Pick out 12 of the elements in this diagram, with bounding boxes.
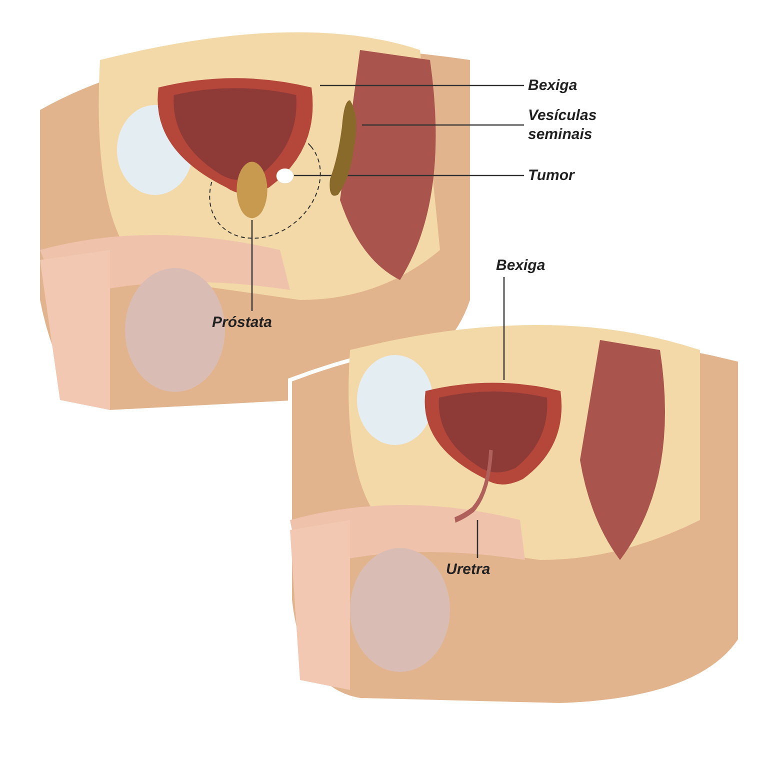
part-label: Bexiga	[496, 256, 566, 275]
part-label: Bexiga	[528, 76, 598, 95]
leader-line	[362, 124, 524, 126]
leader-line	[294, 174, 524, 176]
leader-line	[251, 220, 253, 311]
leader-line	[476, 520, 478, 558]
part-label: Vesículas seminais	[528, 106, 628, 144]
part-label: Uretra	[446, 560, 512, 579]
leader-line	[503, 277, 505, 380]
part-label: Tumor	[528, 166, 598, 185]
part-label: Próstata	[212, 313, 302, 332]
leader-line	[320, 84, 524, 86]
